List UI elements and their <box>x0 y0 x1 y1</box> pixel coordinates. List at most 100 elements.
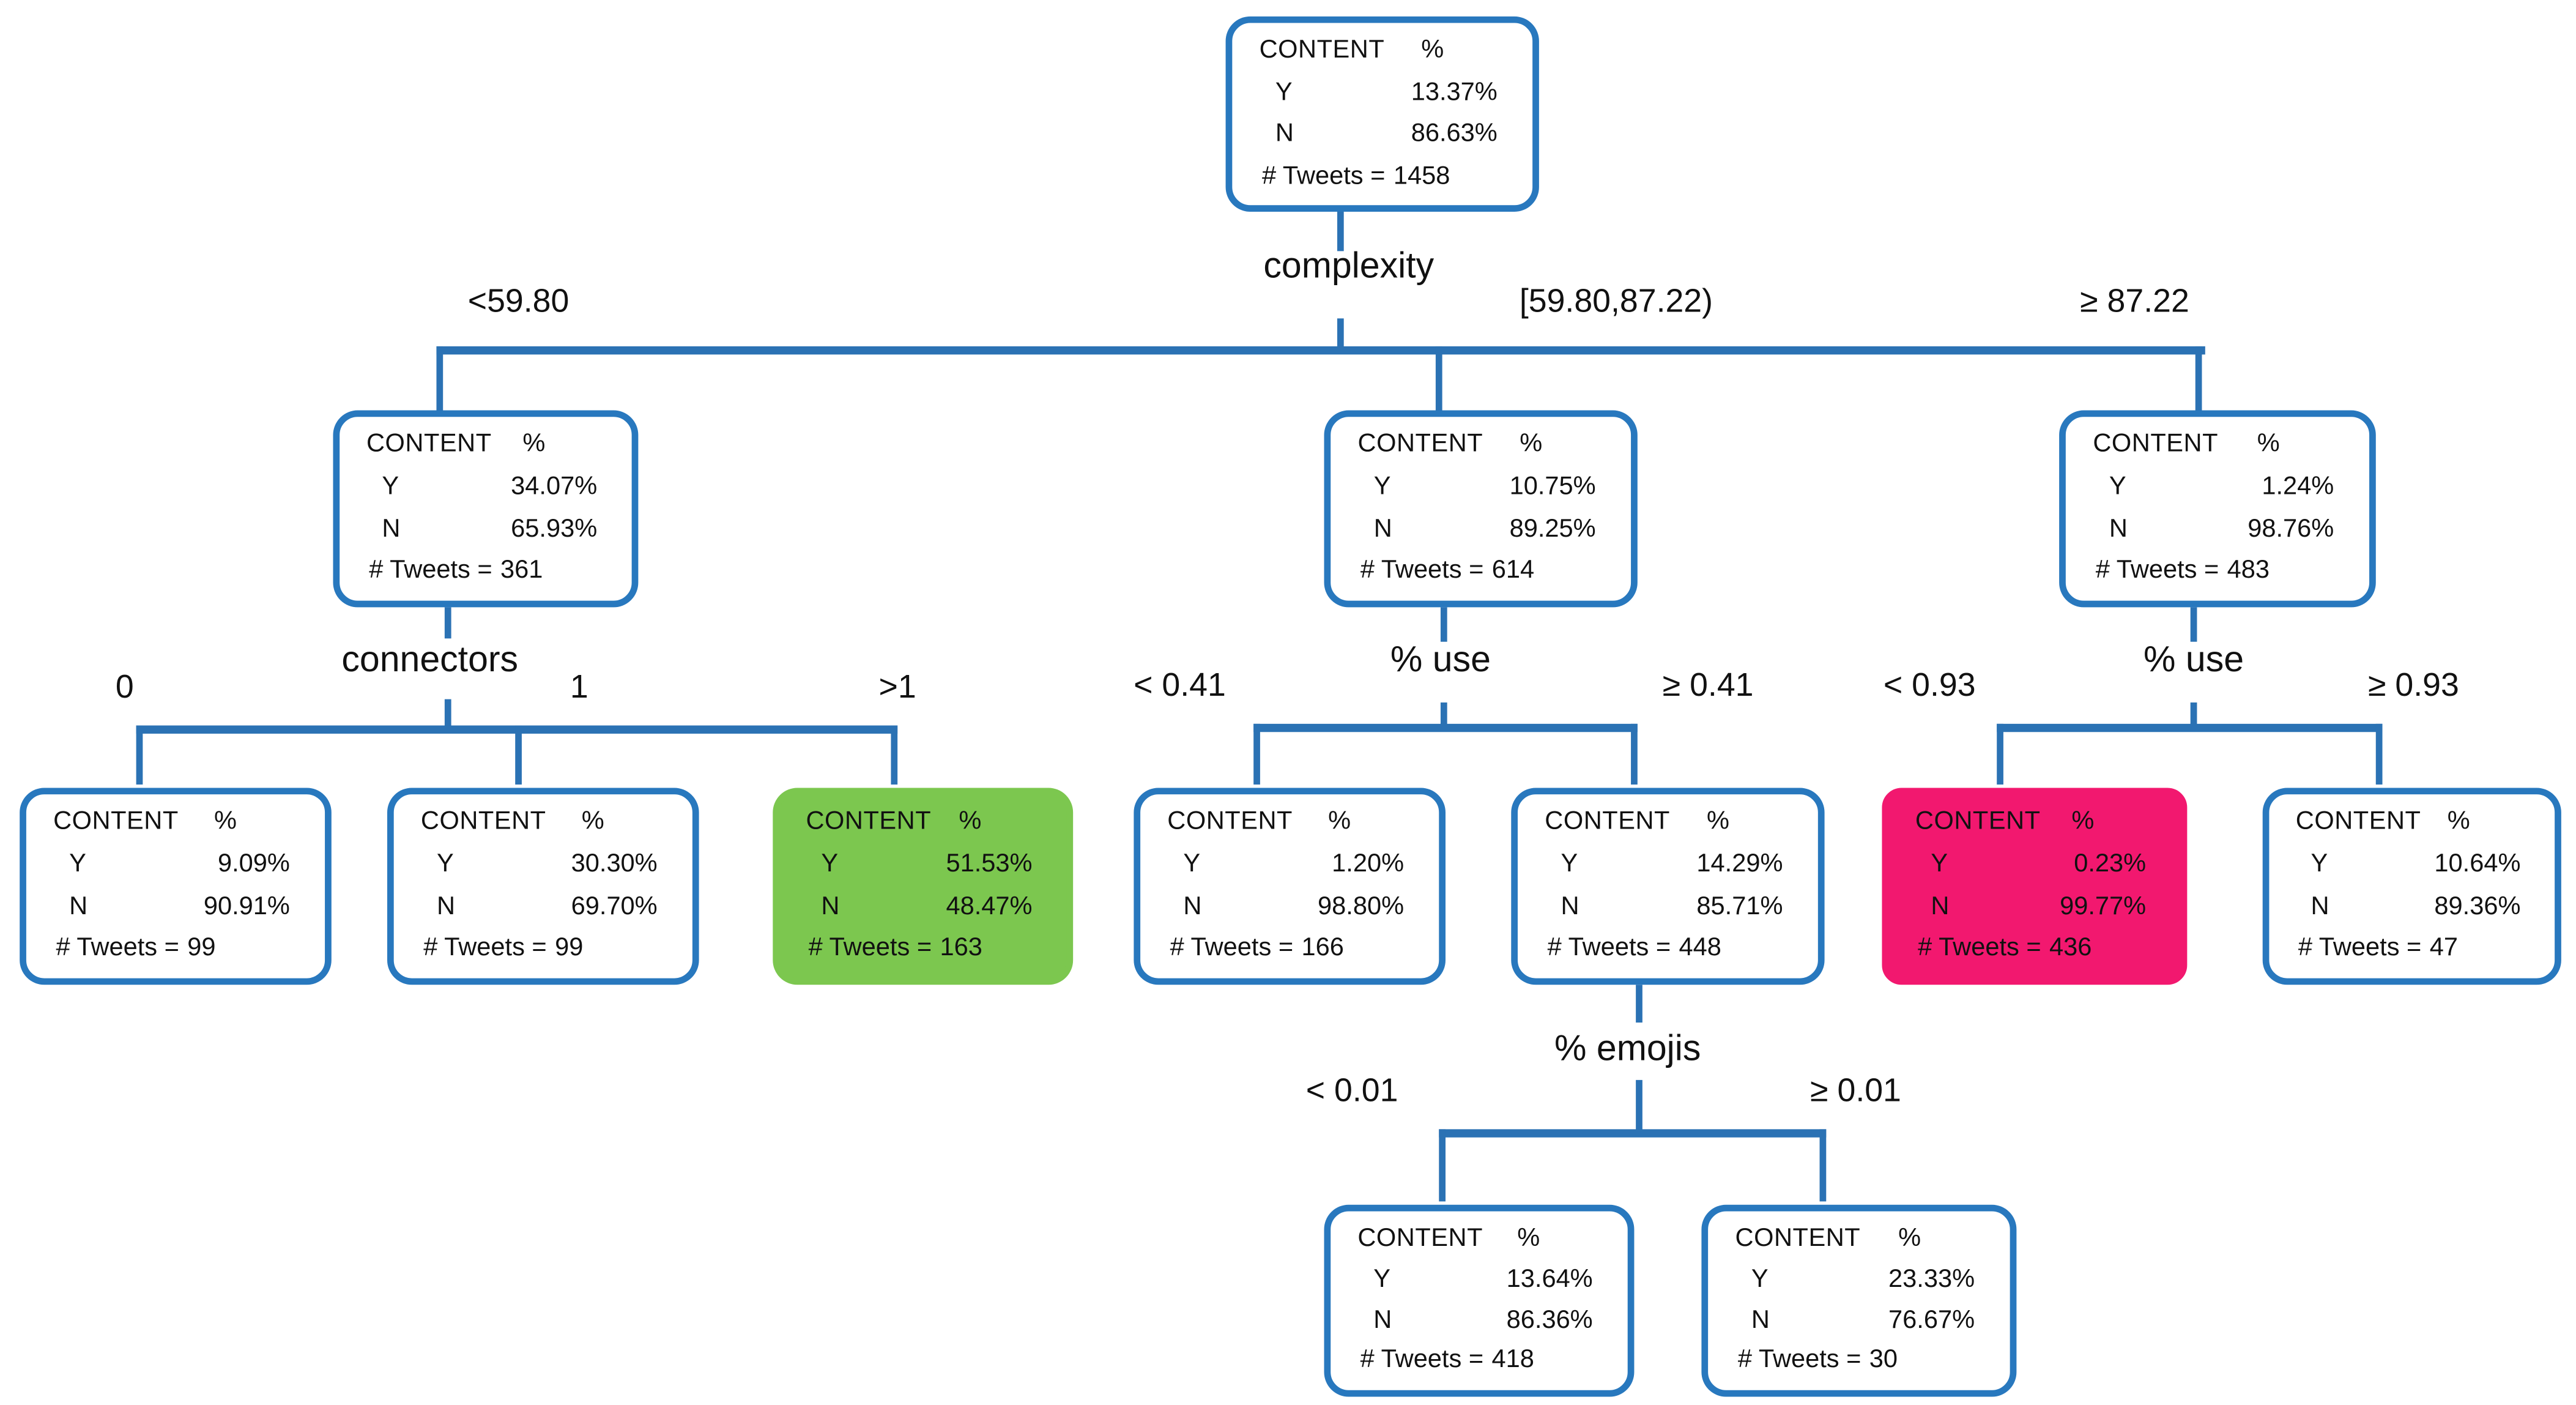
branch-label-complexity-low: <59.80 <box>467 284 570 321</box>
tweets-count: 614 <box>1491 557 1535 586</box>
row-label-n: N <box>2311 892 2329 920</box>
tweets-count: 483 <box>2227 557 2270 586</box>
node-row-tweets: # Tweets = 30 <box>1738 1348 1994 1374</box>
connector-line <box>1636 1079 1642 1135</box>
node-header-label: CONTENT <box>53 807 179 836</box>
connector-line <box>1440 607 1447 642</box>
row-label-y: Y <box>436 849 454 878</box>
node-complexity-high: CONTENT % Y 1.24% N 98.76% # Tweets = 48… <box>2059 410 2376 608</box>
tweets-count: 418 <box>1491 1346 1534 1375</box>
node-header-label: CONTENT <box>1357 1224 1483 1253</box>
node-header-percent: % <box>959 807 982 836</box>
connector-line <box>444 699 451 731</box>
node-header-label: CONTENT <box>1357 430 1483 458</box>
node-header: CONTENT % <box>1724 1226 1994 1252</box>
row-label-n: N <box>1373 1306 1392 1334</box>
node-complexity-low: CONTENT % Y 34.07% N 65.93% # Tweets = 3… <box>333 410 639 608</box>
row-label-n: N <box>1561 892 1579 920</box>
node-row-n: N 48.47% <box>796 894 1050 920</box>
node-row-tweets: # Tweets = 614 <box>1360 559 1614 584</box>
tweets-label: # Tweets = <box>1170 934 1294 963</box>
node-header: CONTENT % <box>796 809 1050 835</box>
node-header-percent: % <box>1520 430 1543 458</box>
node-row-y: Y 9.09% <box>43 852 309 878</box>
tweets-count: 163 <box>940 934 982 963</box>
connector-line <box>1253 723 1638 732</box>
node-header-percent: % <box>2071 807 2095 836</box>
tweets-count: 99 <box>187 934 216 963</box>
node-header-percent: % <box>213 807 237 836</box>
split-label-emojis: % emojis <box>1554 1027 1701 1069</box>
value-n: 89.36% <box>2434 892 2521 920</box>
node-header-percent: % <box>1328 807 1351 836</box>
value-y: 10.75% <box>1509 472 1596 501</box>
node-row-n: N 98.76% <box>2082 516 2353 542</box>
node-row-y: Y 13.37% <box>1249 80 1516 105</box>
node-row-y: Y 30.30% <box>410 852 677 878</box>
branch-label-emojis-high: ≥ 0.01 <box>1810 1073 1901 1110</box>
connector-line <box>444 607 451 639</box>
tweets-label: # Tweets = <box>369 557 492 586</box>
node-use-high-high: CONTENT % Y 10.64% N 89.36% # Tweets = 4… <box>2262 788 2561 985</box>
node-header-percent: % <box>581 807 604 836</box>
node-row-tweets: # Tweets = 1458 <box>1262 163 1516 189</box>
row-label-y: Y <box>1931 849 1948 878</box>
node-row-tweets: # Tweets = 361 <box>369 559 615 584</box>
split-label-use-mid: % use <box>1390 638 1491 680</box>
connector-line <box>2190 702 2197 729</box>
value-n: 86.63% <box>1411 119 1498 148</box>
row-label-y: Y <box>1275 78 1293 106</box>
connector-line <box>436 346 2205 355</box>
node-row-n: N 99.77% <box>1905 894 2164 920</box>
row-label-y: Y <box>1183 849 1201 878</box>
connector-line <box>1439 1129 1446 1202</box>
connector-line <box>891 725 898 785</box>
branch-label-use-mid-high: ≥ 0.41 <box>1662 668 1754 704</box>
connector-line <box>1631 723 1638 785</box>
node-row-n: N 98.80% <box>1157 894 1423 920</box>
row-label-y: Y <box>1561 849 1578 878</box>
value-y: 51.53% <box>946 849 1033 878</box>
tweets-label: # Tweets = <box>423 934 547 963</box>
node-row-y: Y 14.29% <box>1534 852 1802 878</box>
tweets-count: 166 <box>1301 934 1344 963</box>
value-n: 76.67% <box>1888 1306 1975 1334</box>
node-header-percent: % <box>2257 430 2280 458</box>
value-y: 1.24% <box>2262 472 2334 501</box>
value-n: 89.25% <box>1509 515 1596 543</box>
value-n: 48.47% <box>946 892 1033 920</box>
node-row-y: Y 51.53% <box>796 852 1050 878</box>
node-header-label: CONTENT <box>366 430 492 458</box>
row-label-n: N <box>1751 1306 1770 1334</box>
split-label-connectors: connectors <box>341 638 519 680</box>
node-header-percent: % <box>1707 807 1730 836</box>
row-label-n: N <box>382 515 401 543</box>
tweets-count: 99 <box>555 934 584 963</box>
node-use-mid-low: CONTENT % Y 1.20% N 98.80% # Tweets = 16… <box>1134 788 1446 985</box>
row-label-y: Y <box>1373 1265 1390 1294</box>
tweets-label: # Tweets = <box>2298 934 2422 963</box>
branch-label-emojis-low: < 0.01 <box>1305 1073 1398 1110</box>
connector-line <box>1440 702 1447 729</box>
tweets-label: # Tweets = <box>56 934 179 963</box>
node-connectors-1: CONTENT % Y 30.30% N 69.70% # Tweets = 9… <box>387 788 699 985</box>
row-label-n: N <box>821 892 840 920</box>
tweets-label: # Tweets = <box>1547 934 1671 963</box>
split-label-complexity: complexity <box>1263 244 1435 286</box>
row-label-n: N <box>1373 515 1392 543</box>
node-row-y: Y 1.24% <box>2082 474 2353 500</box>
value-n: 69.70% <box>571 892 658 920</box>
row-label-y: Y <box>69 849 86 878</box>
node-row-y: Y 10.64% <box>2285 852 2538 878</box>
connector-line <box>1439 1129 1827 1138</box>
node-header-percent: % <box>2447 807 2470 836</box>
value-y: 13.64% <box>1506 1265 1593 1294</box>
node-row-tweets: # Tweets = 436 <box>1918 936 2164 962</box>
node-header: CONTENT % <box>1249 38 1516 64</box>
node-header: CONTENT % <box>1534 809 1802 835</box>
connector-line <box>2190 607 2197 642</box>
split-label-use-high: % use <box>2144 638 2244 680</box>
value-y: 13.37% <box>1411 78 1498 106</box>
row-label-y: Y <box>2311 849 2328 878</box>
node-header: CONTENT % <box>356 431 615 457</box>
